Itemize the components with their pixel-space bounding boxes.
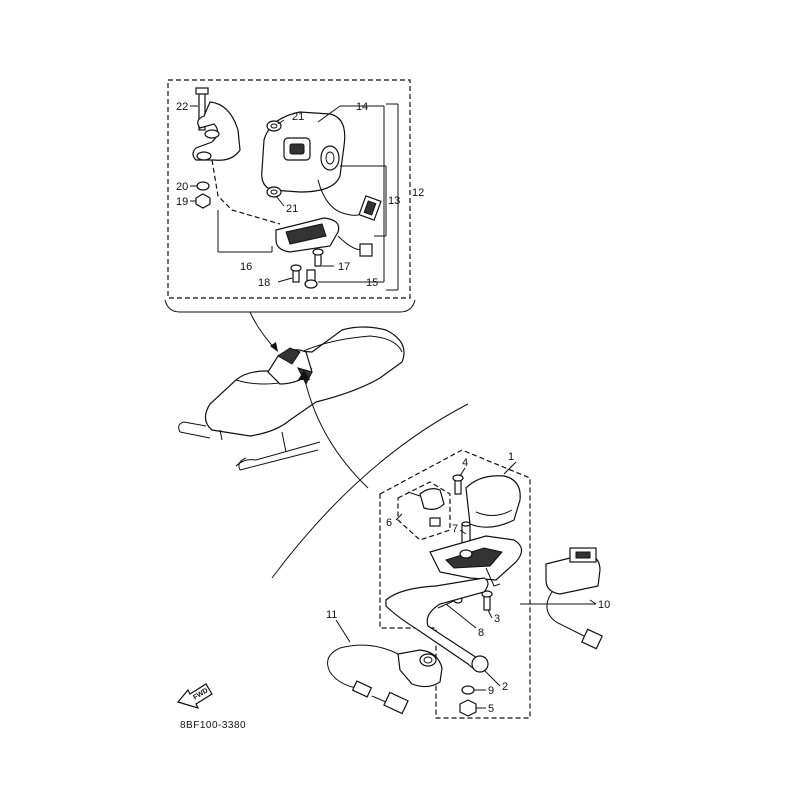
grommet-part-21-bottom bbox=[266, 186, 282, 198]
screw-part-4 bbox=[452, 474, 464, 495]
callout-9: 9 bbox=[488, 685, 494, 697]
nut-part-20 bbox=[196, 181, 210, 191]
callout-6: 6 bbox=[386, 517, 392, 529]
callout-8: 8 bbox=[478, 627, 484, 639]
switch-block-part-6 bbox=[407, 488, 445, 527]
bracket-part bbox=[192, 101, 241, 161]
callout-22: 22 bbox=[176, 101, 188, 113]
section-divider bbox=[271, 403, 469, 579]
forward-arrow-icon: FWD bbox=[176, 683, 213, 709]
callout-5: 5 bbox=[488, 703, 494, 715]
assembly-guide-line bbox=[211, 159, 281, 225]
callout-20: 20 bbox=[176, 181, 188, 193]
callout-7: 7 bbox=[452, 523, 458, 535]
callout-16: 16 bbox=[240, 261, 252, 273]
callout-18: 18 bbox=[258, 277, 270, 289]
callout-labels: 22 21 14 20 19 21 13 12 16 17 18 15 1 4 … bbox=[176, 101, 610, 715]
figure-code: 8BF100-3380 bbox=[180, 720, 246, 731]
callout-13: 13 bbox=[388, 195, 400, 207]
leader-lines-bottom bbox=[335, 461, 597, 709]
lever-cover-part bbox=[465, 475, 521, 528]
brake-lever-part-2 bbox=[385, 577, 489, 673]
callout-19: 19 bbox=[176, 196, 188, 208]
callout-4: 4 bbox=[462, 457, 468, 469]
screw-part-15 bbox=[304, 269, 318, 289]
nut-part-5 bbox=[459, 699, 477, 717]
screw-part-17 bbox=[312, 248, 324, 267]
callout-15: 15 bbox=[366, 277, 378, 289]
callout-11: 11 bbox=[326, 609, 337, 621]
callout-17: 17 bbox=[338, 261, 350, 273]
callout-14: 14 bbox=[356, 101, 368, 113]
base-plate-part-16 bbox=[275, 217, 373, 257]
callout-21-bottom: 21 bbox=[286, 203, 298, 215]
snowmobile-illustration bbox=[178, 326, 405, 471]
throttle-cable-part-11 bbox=[327, 644, 443, 715]
assembly-frame-1 bbox=[379, 449, 531, 719]
callout-12: 12 bbox=[412, 187, 424, 199]
pointer-arrows bbox=[249, 311, 369, 489]
switch-unit-part-10 bbox=[545, 547, 604, 650]
callout-1: 1 bbox=[508, 451, 514, 463]
callout-21-top: 21 bbox=[292, 111, 304, 123]
screw-part-3 bbox=[481, 590, 493, 611]
nut-part-19 bbox=[195, 193, 211, 209]
washer-part-9 bbox=[461, 685, 475, 695]
wire-harness bbox=[317, 179, 382, 221]
callout-2: 2 bbox=[502, 681, 508, 693]
screw-part-18 bbox=[290, 264, 302, 283]
callout-3: 3 bbox=[494, 613, 500, 625]
bolt-part-22 bbox=[195, 87, 209, 131]
lever-bracket-body bbox=[429, 535, 523, 587]
sub-assembly-frame-6 bbox=[397, 481, 451, 541]
switch-housing-part-14 bbox=[261, 111, 346, 193]
inset-detail-frame bbox=[164, 79, 416, 313]
leader-lines-top bbox=[190, 103, 399, 291]
grommet-part-21-top bbox=[266, 120, 282, 132]
callout-10: 10 bbox=[598, 599, 610, 611]
